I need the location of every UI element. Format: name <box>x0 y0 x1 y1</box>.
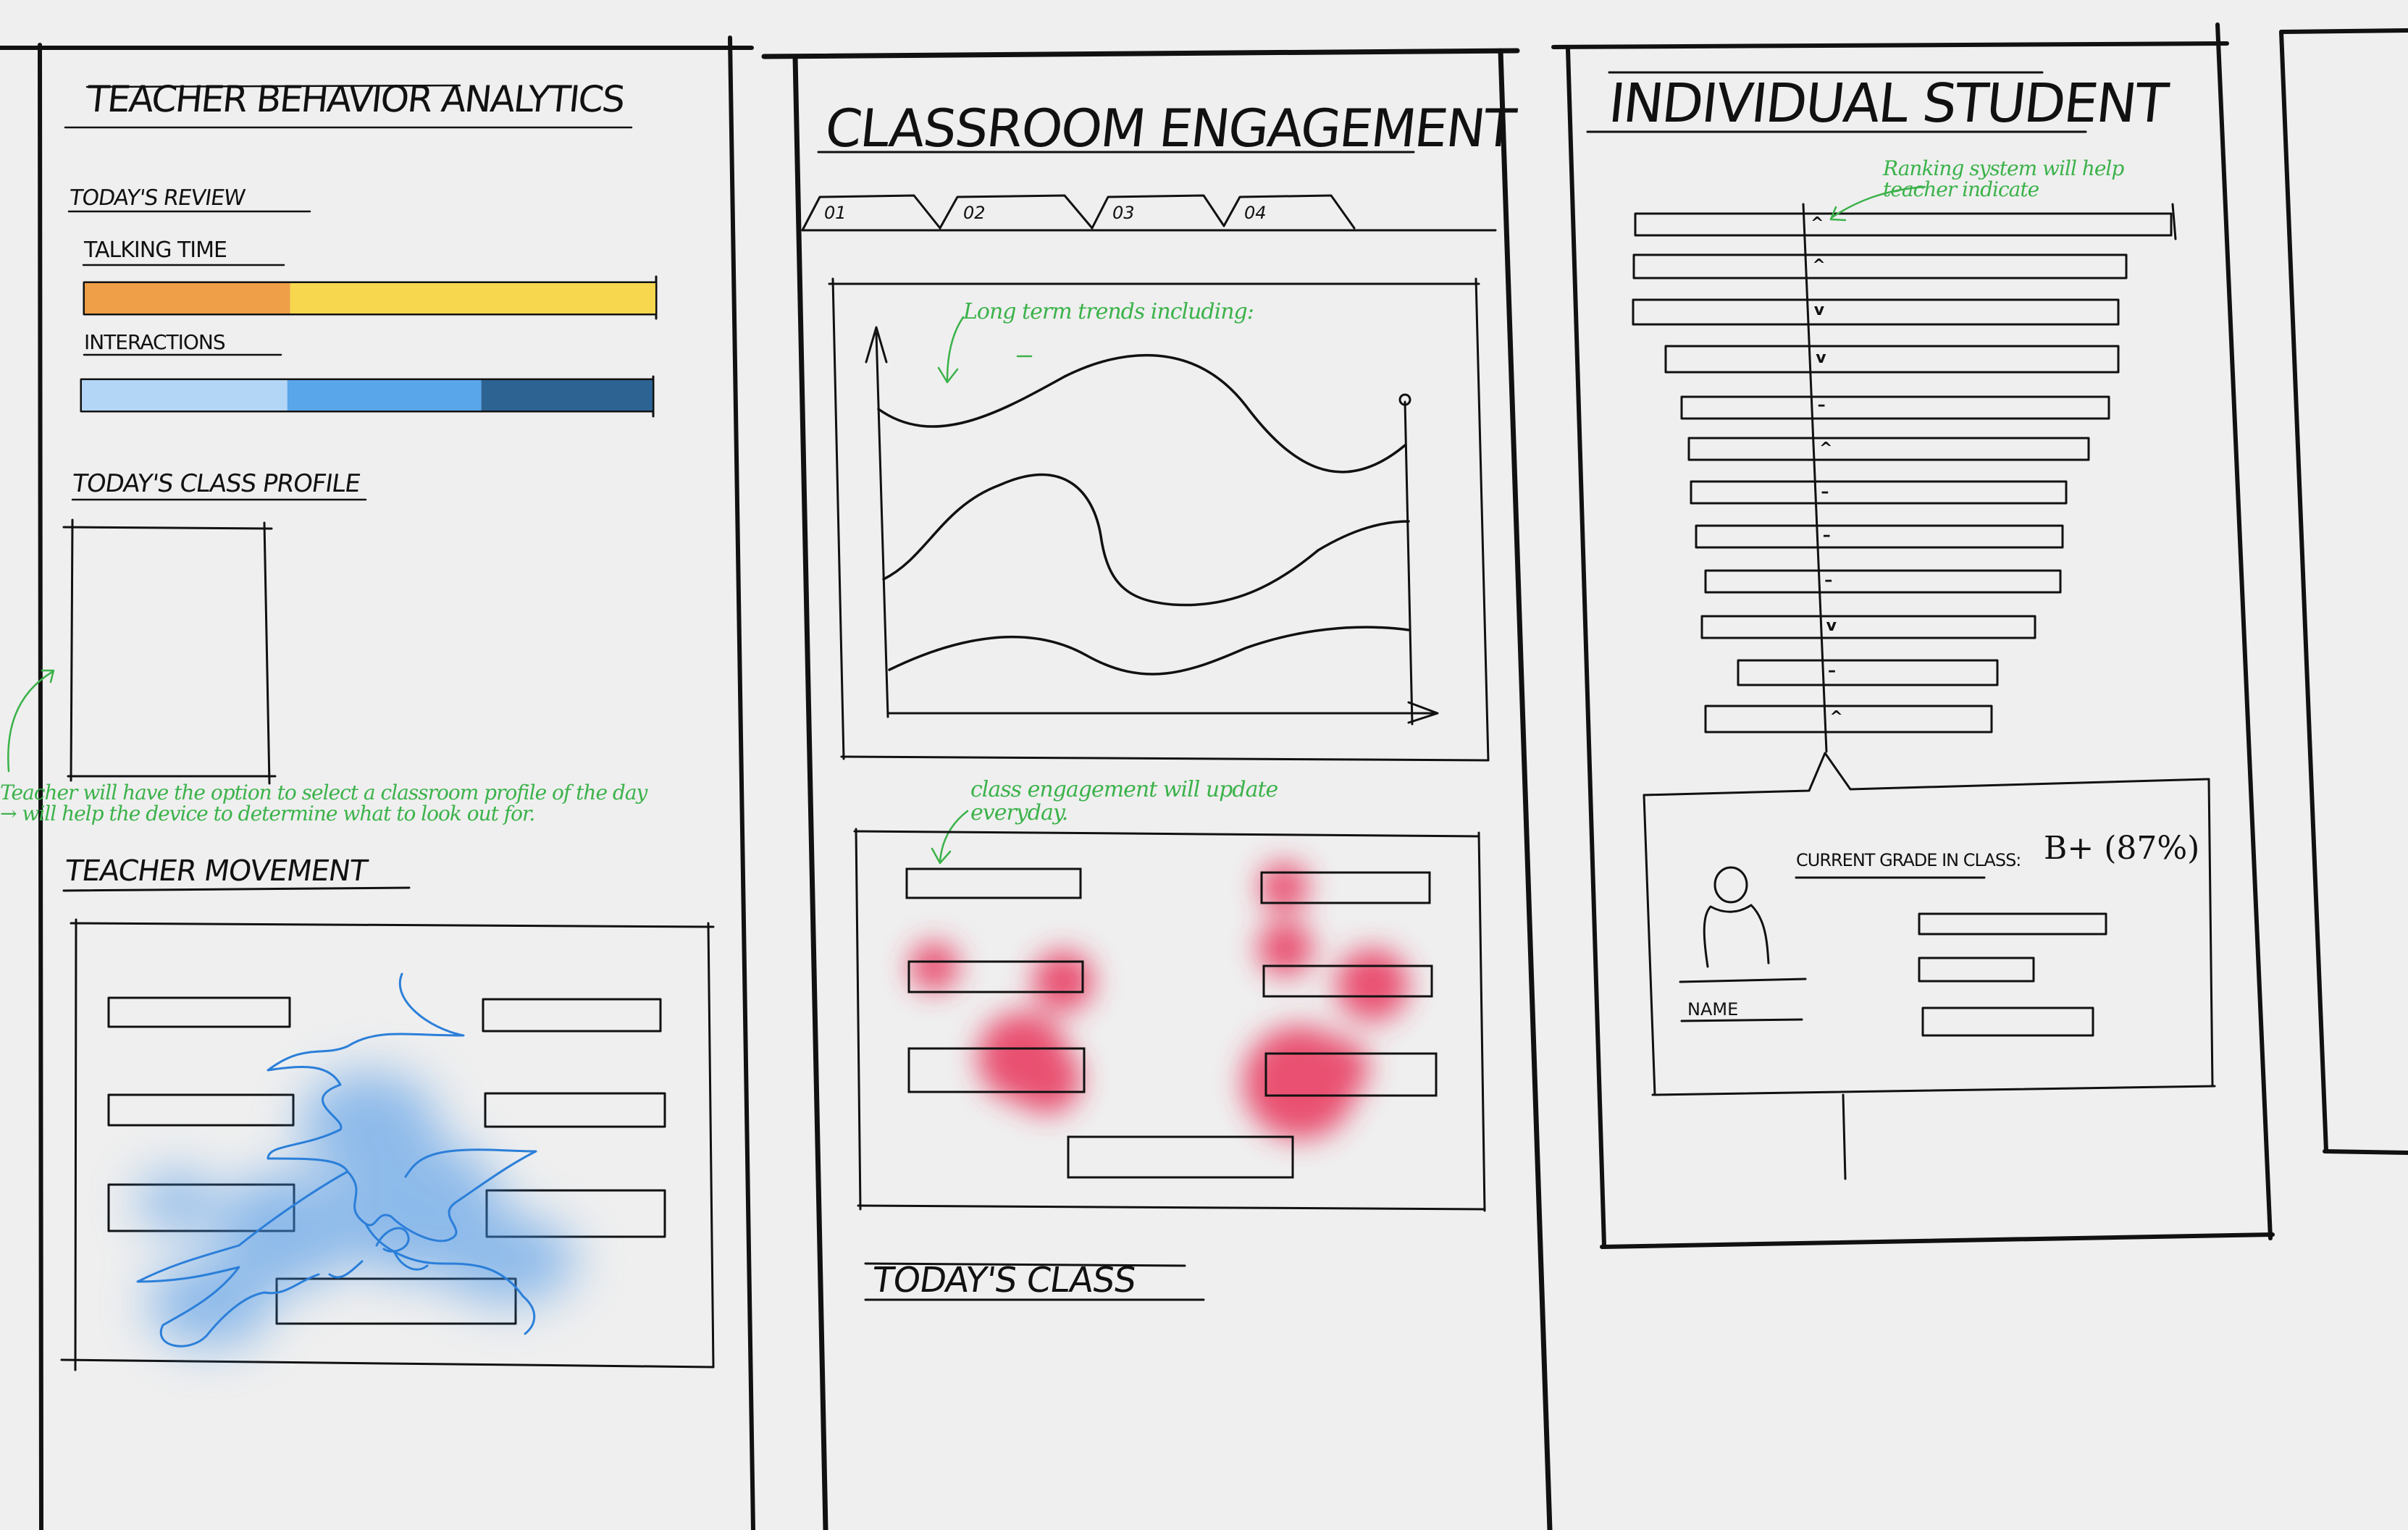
trends-annotation: Long term trends including: <box>963 299 1254 324</box>
ranking-bars <box>1632 203 2177 753</box>
rank-mark-9: – <box>1824 571 1833 589</box>
class-profile-annotation: Teacher will have the option to select a… <box>0 781 647 826</box>
student-detail-card <box>1643 752 2216 1180</box>
todays-review-heading: TODAY'S REVIEW <box>67 185 247 211</box>
rank-mark-6: ^ <box>1819 440 1833 458</box>
engagement-trend-chart-frame <box>828 277 1490 762</box>
tab-02[interactable]: 02 <box>963 203 986 223</box>
tab-04[interactable]: 04 <box>1244 203 1267 223</box>
teacher-movement-heat <box>138 1072 576 1347</box>
interactions-bar-fill-segment-2 <box>287 380 482 411</box>
interactions-label: INTERACTIONS <box>84 330 226 354</box>
class-profile-heading[interactable]: TODAY'S CLASS PROFILE <box>70 469 362 498</box>
student-avatar <box>1679 866 1807 1022</box>
rank-mark-3: v <box>1813 301 1825 319</box>
teacher-behavior-title: TEACHER BEHAVIOR ANALYTICS <box>84 78 626 120</box>
rank-mark-12: ^ <box>1829 708 1843 726</box>
engagement-tabs <box>801 194 1497 232</box>
teacher-movement-path <box>136 972 537 1348</box>
rank-mark-2: ^ <box>1812 256 1826 274</box>
engagement-desks <box>905 867 1438 1179</box>
rank-mark-7: – <box>1821 483 1829 501</box>
interactions-bar-fill-segment-1 <box>82 380 288 411</box>
today-class-seating-frame <box>853 828 1486 1212</box>
talking-bar-fill-segment-1 <box>85 283 290 314</box>
daily-update-annotation: class engagement will update everyday. <box>970 777 1278 825</box>
interactions-bar-fill-segment-3 <box>481 380 653 411</box>
talking-bar-fill-segment-2 <box>290 283 655 314</box>
rank-mark-5: – <box>1817 396 1826 414</box>
individual-student-title: INDIVIDUAL STUDENT <box>1606 72 2170 135</box>
panel-teacher-behavior-frame <box>0 35 755 1530</box>
todays-class-heading: TODAY'S CLASS <box>870 1260 1138 1300</box>
current-grade-value: B+ (87%) <box>2044 830 2200 867</box>
tab-01[interactable]: 01 <box>824 203 847 223</box>
panel-next-frame <box>2279 28 2408 1155</box>
teacher-movement-map <box>60 918 715 1371</box>
engagement-trend-lines <box>877 353 1410 676</box>
rank-mark-10: v <box>1826 617 1837 635</box>
panel-individual-student-frame <box>1551 22 2275 1249</box>
current-grade-label: CURRENT GRADE IN CLASS: <box>1796 850 2021 870</box>
rank-mark-8: – <box>1822 526 1831 545</box>
talking-time-label: TALKING TIME <box>84 238 227 263</box>
teacher-movement-heading: TEACHER MOVEMENT <box>62 854 369 888</box>
panel-classroom-engagement-frame <box>761 48 1553 1530</box>
ranking-annotation: Ranking system will help teacher indicat… <box>1883 156 2124 202</box>
tab-03[interactable]: 03 <box>1112 203 1135 223</box>
student-name-label: NAME <box>1687 999 1739 1020</box>
rank-mark-4: v <box>1816 349 1826 367</box>
talking-time-bar <box>85 283 655 314</box>
rank-mark-11: – <box>1828 662 1836 680</box>
grade-detail-bars <box>1795 876 2107 1037</box>
rank-mark-1: ^ <box>1811 214 1824 232</box>
interactions-bar <box>82 380 653 411</box>
classroom-engagement-title: CLASSROOM ENGAGEMENT <box>822 98 1518 159</box>
class-profile-box[interactable] <box>62 518 277 785</box>
